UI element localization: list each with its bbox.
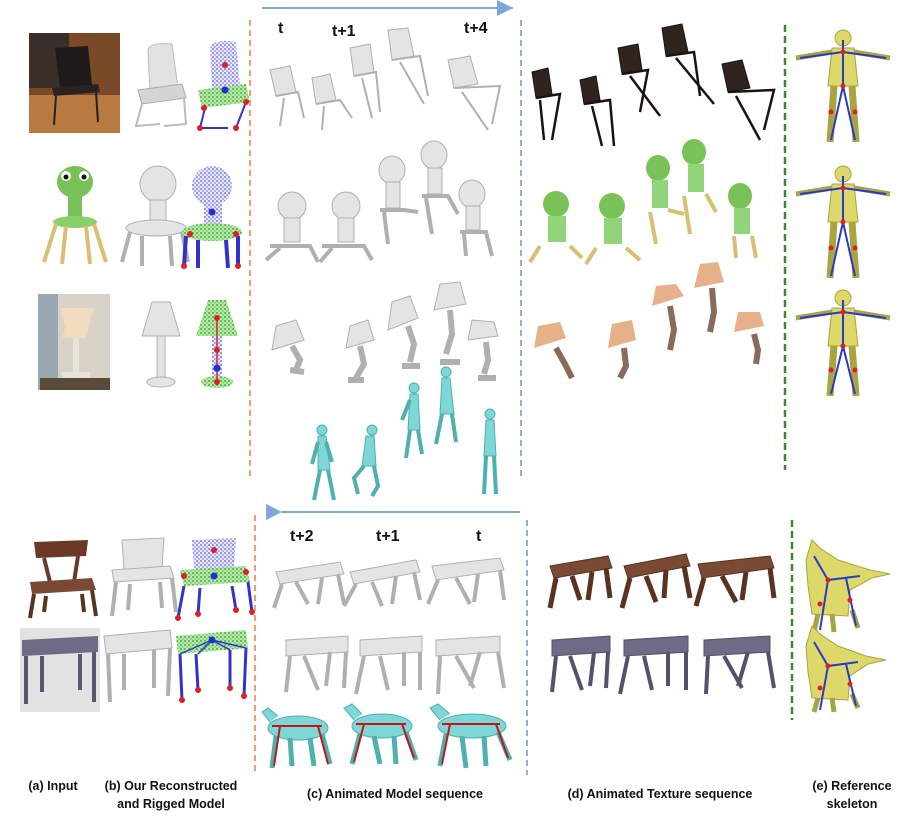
caption-animated-texture: (d) Animated Texture sequence xyxy=(567,787,753,801)
time-label-top-0: t xyxy=(278,20,284,37)
input-photo-frog-chair xyxy=(42,166,108,265)
mesh-office-chair xyxy=(134,43,188,128)
animated-mesh-lamp xyxy=(271,281,499,383)
caption-reconstructed-line2: and Rigged Model xyxy=(117,797,225,811)
animated-mesh-human xyxy=(310,366,498,501)
time-label-top-1: t+1 xyxy=(332,23,356,40)
time-label-top-2: t+4 xyxy=(464,20,488,37)
caption-reference-line1: (e) Reference xyxy=(812,779,892,793)
mesh-frog-chair xyxy=(120,165,190,267)
animated-mesh-horse xyxy=(261,703,513,769)
time-label-bottom-1: t+1 xyxy=(376,528,400,545)
mesh-table xyxy=(103,629,173,703)
rigged-frog-chair xyxy=(181,166,242,269)
textured-frog-chair xyxy=(528,139,758,266)
caption-reconstructed-line1: (b) Our Reconstructed xyxy=(104,779,238,793)
caption-input: (a) Input xyxy=(28,779,78,793)
time-label-bottom-2: t xyxy=(476,528,482,545)
rigged-table xyxy=(176,630,248,703)
animated-mesh-office-chair xyxy=(269,27,502,131)
caption-reference-line2: skeleton xyxy=(826,797,878,811)
animated-mesh-wooden-chair xyxy=(272,557,506,609)
textured-lamp xyxy=(534,262,764,380)
animated-mesh-table xyxy=(284,635,506,695)
mesh-wooden-chair xyxy=(110,537,178,617)
mesh-lamp xyxy=(141,301,181,388)
reference-skeleton-human xyxy=(795,29,891,397)
input-photo-office-chair xyxy=(29,33,120,133)
textured-wooden-chair xyxy=(547,553,777,609)
input-photo-wooden-chair xyxy=(28,540,98,619)
input-photo-table xyxy=(20,628,100,712)
time-label-bottom-0: t+2 xyxy=(290,528,314,545)
caption-animated-model: (c) Animated Model sequence xyxy=(307,787,483,801)
reference-skeleton-horse xyxy=(805,539,891,713)
animated-mesh-frog-chair xyxy=(264,140,494,264)
rigged-lamp xyxy=(196,300,238,388)
rigged-wooden-chair xyxy=(175,538,255,621)
animated-mesh-horse-bones xyxy=(272,723,509,767)
textured-table xyxy=(550,635,776,695)
textured-office-chair xyxy=(531,23,776,147)
rigged-office-chair xyxy=(197,40,250,131)
input-photo-lamp xyxy=(38,294,110,390)
